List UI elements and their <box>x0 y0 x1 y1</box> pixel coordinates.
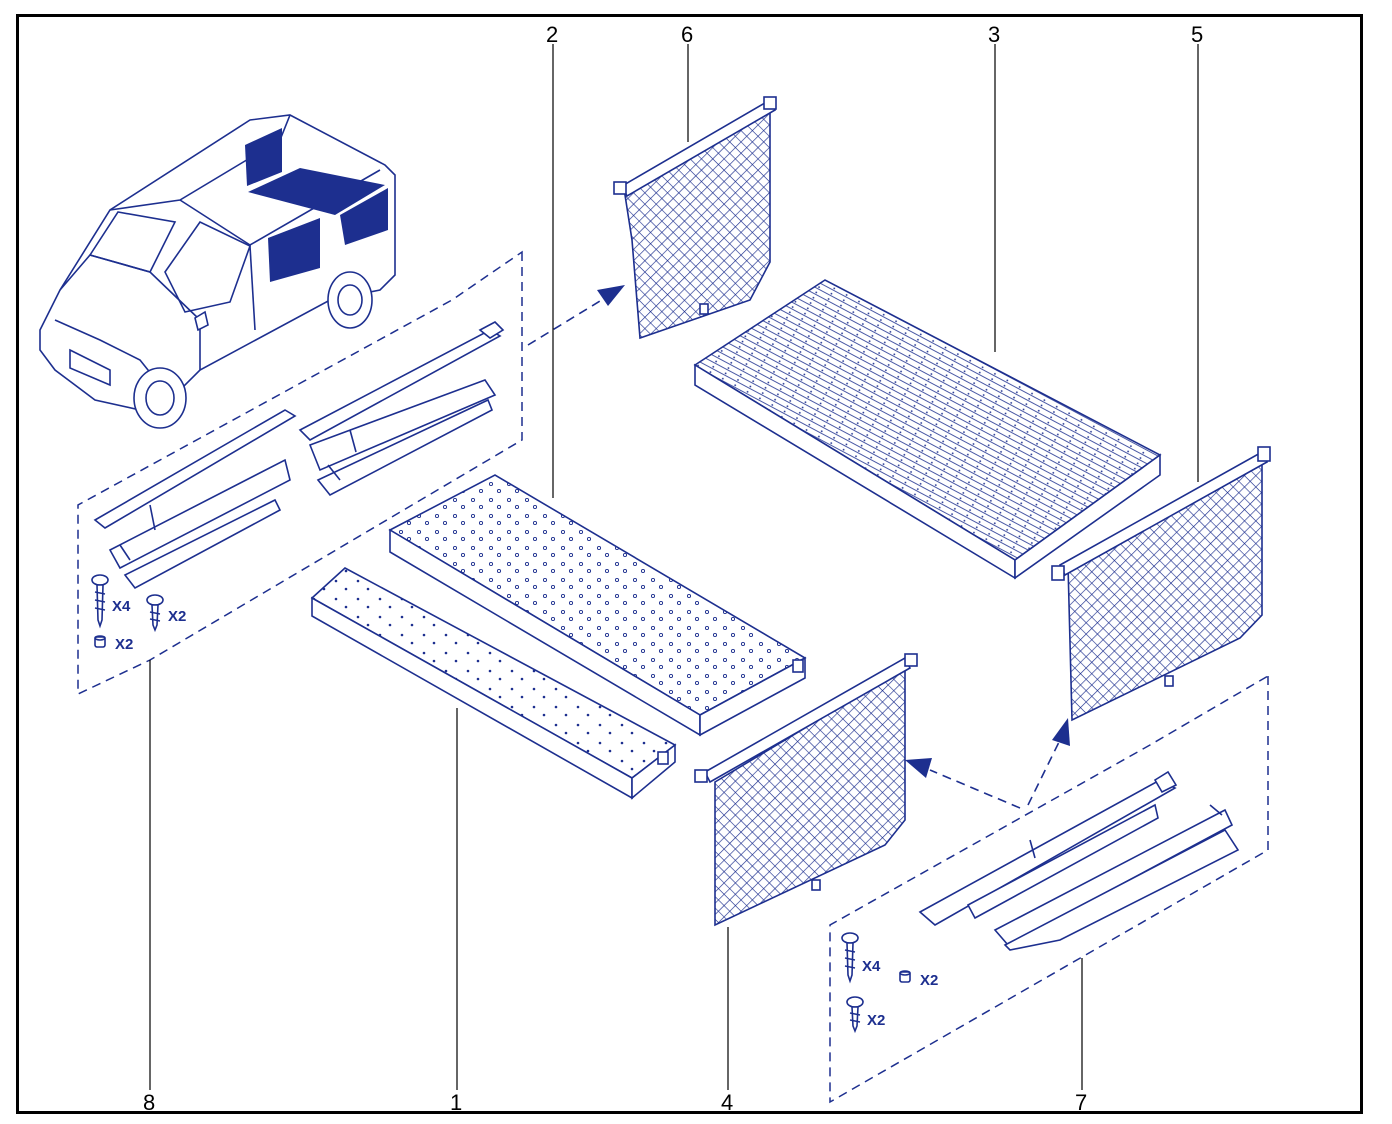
callout-1: 1 <box>450 1090 462 1115</box>
callout-5: 5 <box>1191 22 1203 47</box>
kit8-spacer-qty: X2 <box>115 636 133 653</box>
screw-short-icon <box>846 996 864 1034</box>
callout-2: 2 <box>546 22 558 47</box>
callout-3: 3 <box>988 22 1000 47</box>
callout-7: 7 <box>1075 1090 1087 1115</box>
kit7-boundary <box>829 674 1269 1104</box>
board-1 <box>310 567 677 800</box>
kit7-spacer-qty: X2 <box>920 972 938 989</box>
floor-panel-3 <box>693 279 1162 580</box>
assembly-arrow-to-net-6 <box>527 297 606 346</box>
cargo-net-5 <box>1051 446 1271 722</box>
board-2 <box>388 474 807 737</box>
kit7-rails <box>918 770 1240 951</box>
van-illustration <box>39 114 396 429</box>
leader-lines <box>149 44 1199 1090</box>
screw-short-icon <box>146 594 164 633</box>
callout-6: 6 <box>681 22 693 47</box>
callout-4: 4 <box>721 1090 733 1115</box>
kit8-screw-short-qty: X2 <box>168 608 186 625</box>
spacer-icon <box>94 635 106 648</box>
kit7-screw-short-qty: X2 <box>867 1012 885 1029</box>
kit8-screw-long-qty: X4 <box>112 598 131 615</box>
assembly-arrow-to-net-5 <box>1027 739 1061 806</box>
kit8-fasteners: X4 X2 X2 <box>91 574 186 653</box>
diagram-frame <box>16 14 1363 1114</box>
spacer-icon <box>899 970 911 983</box>
kit8-boundary <box>77 250 523 696</box>
kit7-screw-long-qty: X4 <box>862 958 881 975</box>
kit8-rails <box>93 321 505 590</box>
cargo-net-4 <box>694 653 918 927</box>
callout-8: 8 <box>143 1090 155 1115</box>
kit7-fasteners: X4 X2 X2 <box>841 932 938 1034</box>
cargo-net-6 <box>613 96 777 340</box>
assembly-arrow-to-net-4 <box>929 769 1021 809</box>
screw-long-icon <box>841 932 859 984</box>
van-highlight-partition <box>245 128 282 186</box>
screw-long-icon <box>91 574 109 629</box>
